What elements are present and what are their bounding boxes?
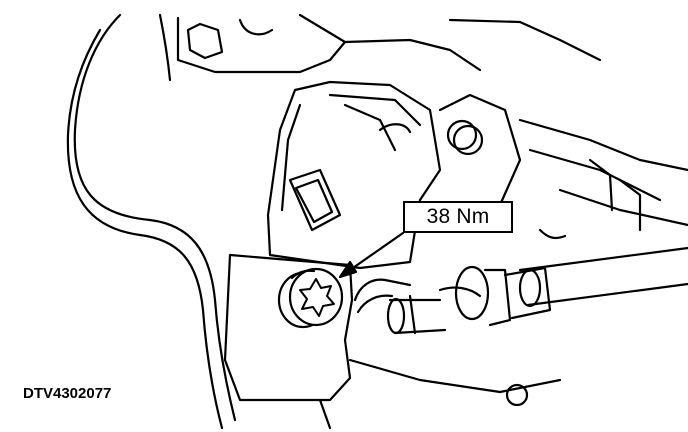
callout-arrow [338,231,405,279]
lower-plate [223,253,562,430]
cable-rod [518,246,688,308]
pivot-pin [386,265,552,335]
mounting-bracket [266,80,442,270]
torque-callout: 38 Nm [403,201,513,233]
housing [66,13,602,430]
figure-id: DTV4302077 [23,385,112,402]
torx-bolt [277,267,344,329]
upper-right-assembly [438,93,688,240]
